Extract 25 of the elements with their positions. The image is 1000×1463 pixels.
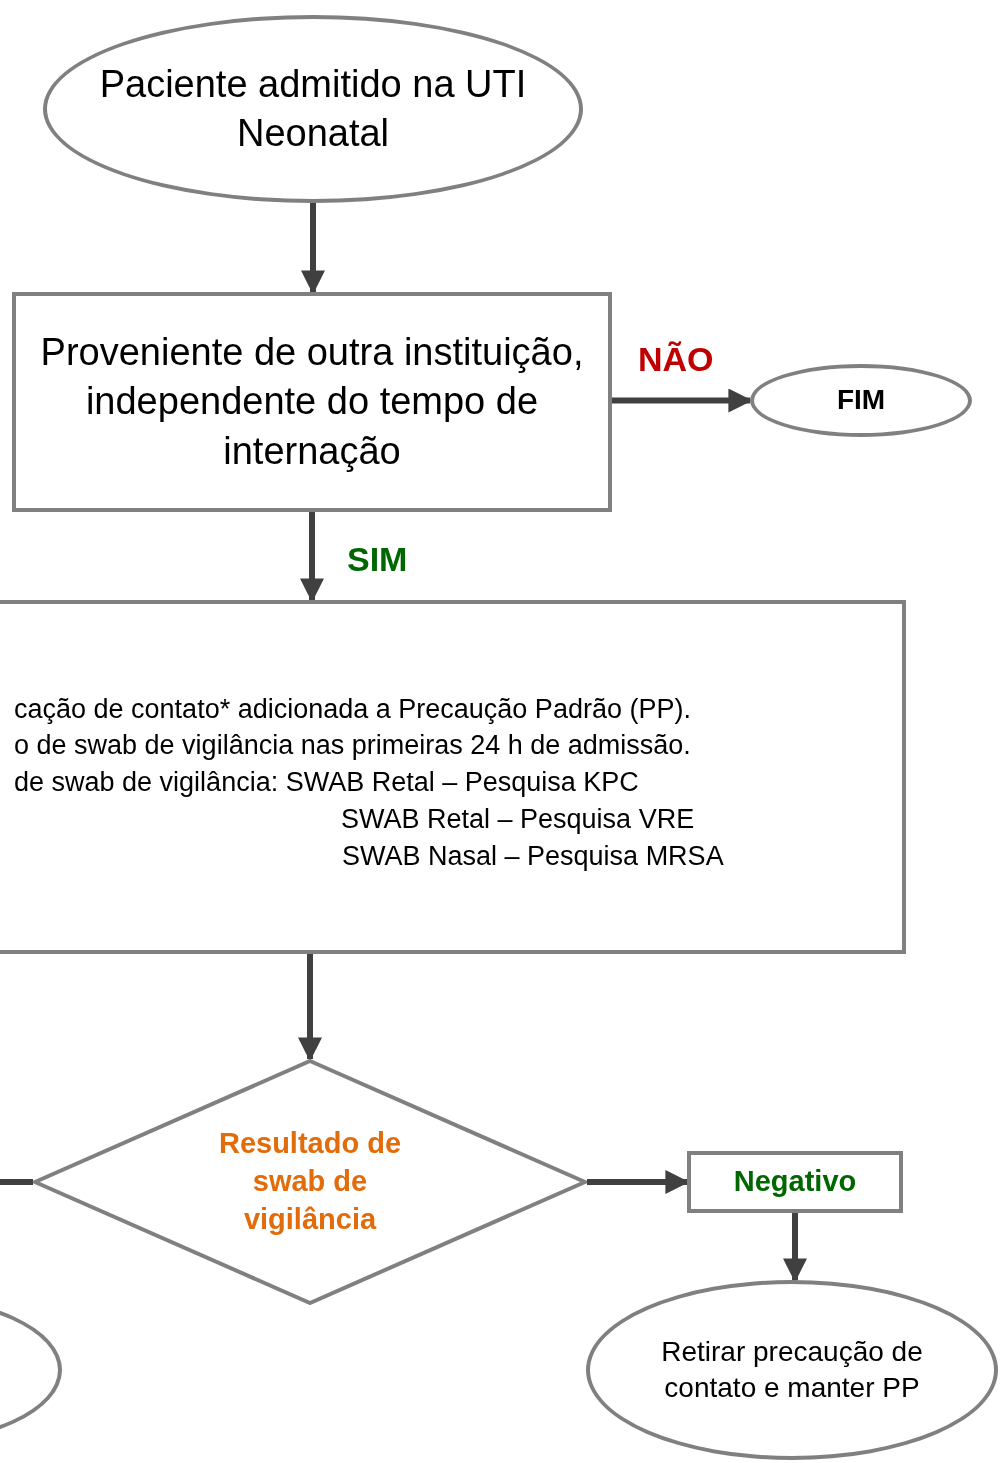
node-text: Resultado de swab de vigilância: [217, 1126, 403, 1237]
arrow: [783, 1213, 807, 1283]
arrow: [587, 1170, 690, 1194]
terminal-ellipse: [586, 1280, 998, 1460]
node-text: de swab de vigilância: SWAB Retal – Pesquisa KPC: [14, 766, 639, 799]
arrow: [298, 954, 322, 1062]
terminal-ellipse: [43, 15, 583, 203]
arrow: [300, 512, 324, 603]
connector-line: [0, 1179, 33, 1185]
node-text: Negativo: [733, 1164, 857, 1200]
node-text: SWAB Nasal – Pesquisa MRSA: [342, 840, 724, 873]
node-text: o de swab de vigilância nas primeiras 24 h de admissão.: [14, 729, 691, 762]
node-text: Proveniente de outra instituição, independente do tempo de internação: [39, 329, 585, 474]
arrow: [301, 203, 325, 295]
node-text: Paciente admitido na UTI Neonatal: [98, 61, 528, 156]
decision-diamond: [33, 1059, 587, 1305]
node-text: cação de contato* adicionada a Precaução Padrão (PP).: [14, 693, 691, 726]
node-text: FIM: [836, 383, 886, 418]
process-box: [12, 292, 612, 512]
process-box: [0, 600, 906, 954]
process-box: [687, 1151, 903, 1213]
arrow: [612, 388, 753, 413]
terminal-ellipse: [750, 364, 972, 437]
node-text: SWAB Retal – Pesquisa VRE: [341, 803, 695, 836]
node-text: Retirar precaução de contato e manter PP: [660, 1334, 924, 1405]
